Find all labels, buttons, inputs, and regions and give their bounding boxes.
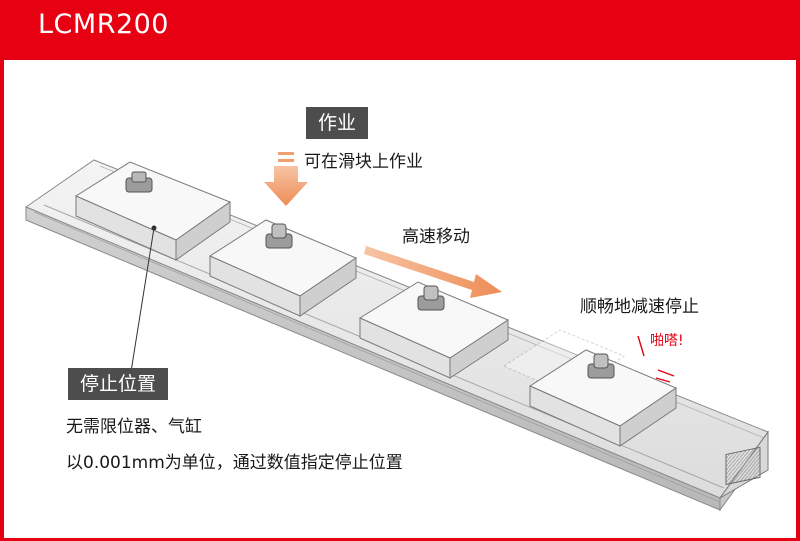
- header-title: LCMR200: [38, 9, 169, 40]
- slider-block: [358, 281, 510, 379]
- slider-block: [208, 219, 358, 317]
- stop-label: 顺畅地减速停止: [580, 297, 699, 317]
- down-arrow-icon: [264, 152, 308, 206]
- slider-block: [528, 349, 678, 447]
- work-description: 可在滑块上作业: [304, 152, 423, 172]
- move-label: 高速移动: [402, 227, 470, 247]
- position-leader-line: [129, 225, 157, 379]
- rail-diagram: [24, 152, 769, 512]
- position-line1: 无需限位器、气缸: [66, 417, 202, 437]
- stop-sound: 啪嗒!: [650, 333, 684, 349]
- move-arrow-icon: [364, 246, 502, 298]
- position-tag: 停止位置: [68, 368, 169, 400]
- work-tag: 作业: [306, 107, 369, 139]
- diagram-panel: 作业 可在滑块上作业 高速移动 顺畅地减速停止 啪嗒! 停止位置 无需限位器、气…: [4, 60, 796, 538]
- sound-mark-icon: [637, 335, 675, 383]
- position-line2: 以0.001mm为单位，通过数值指定停止位置: [66, 453, 403, 473]
